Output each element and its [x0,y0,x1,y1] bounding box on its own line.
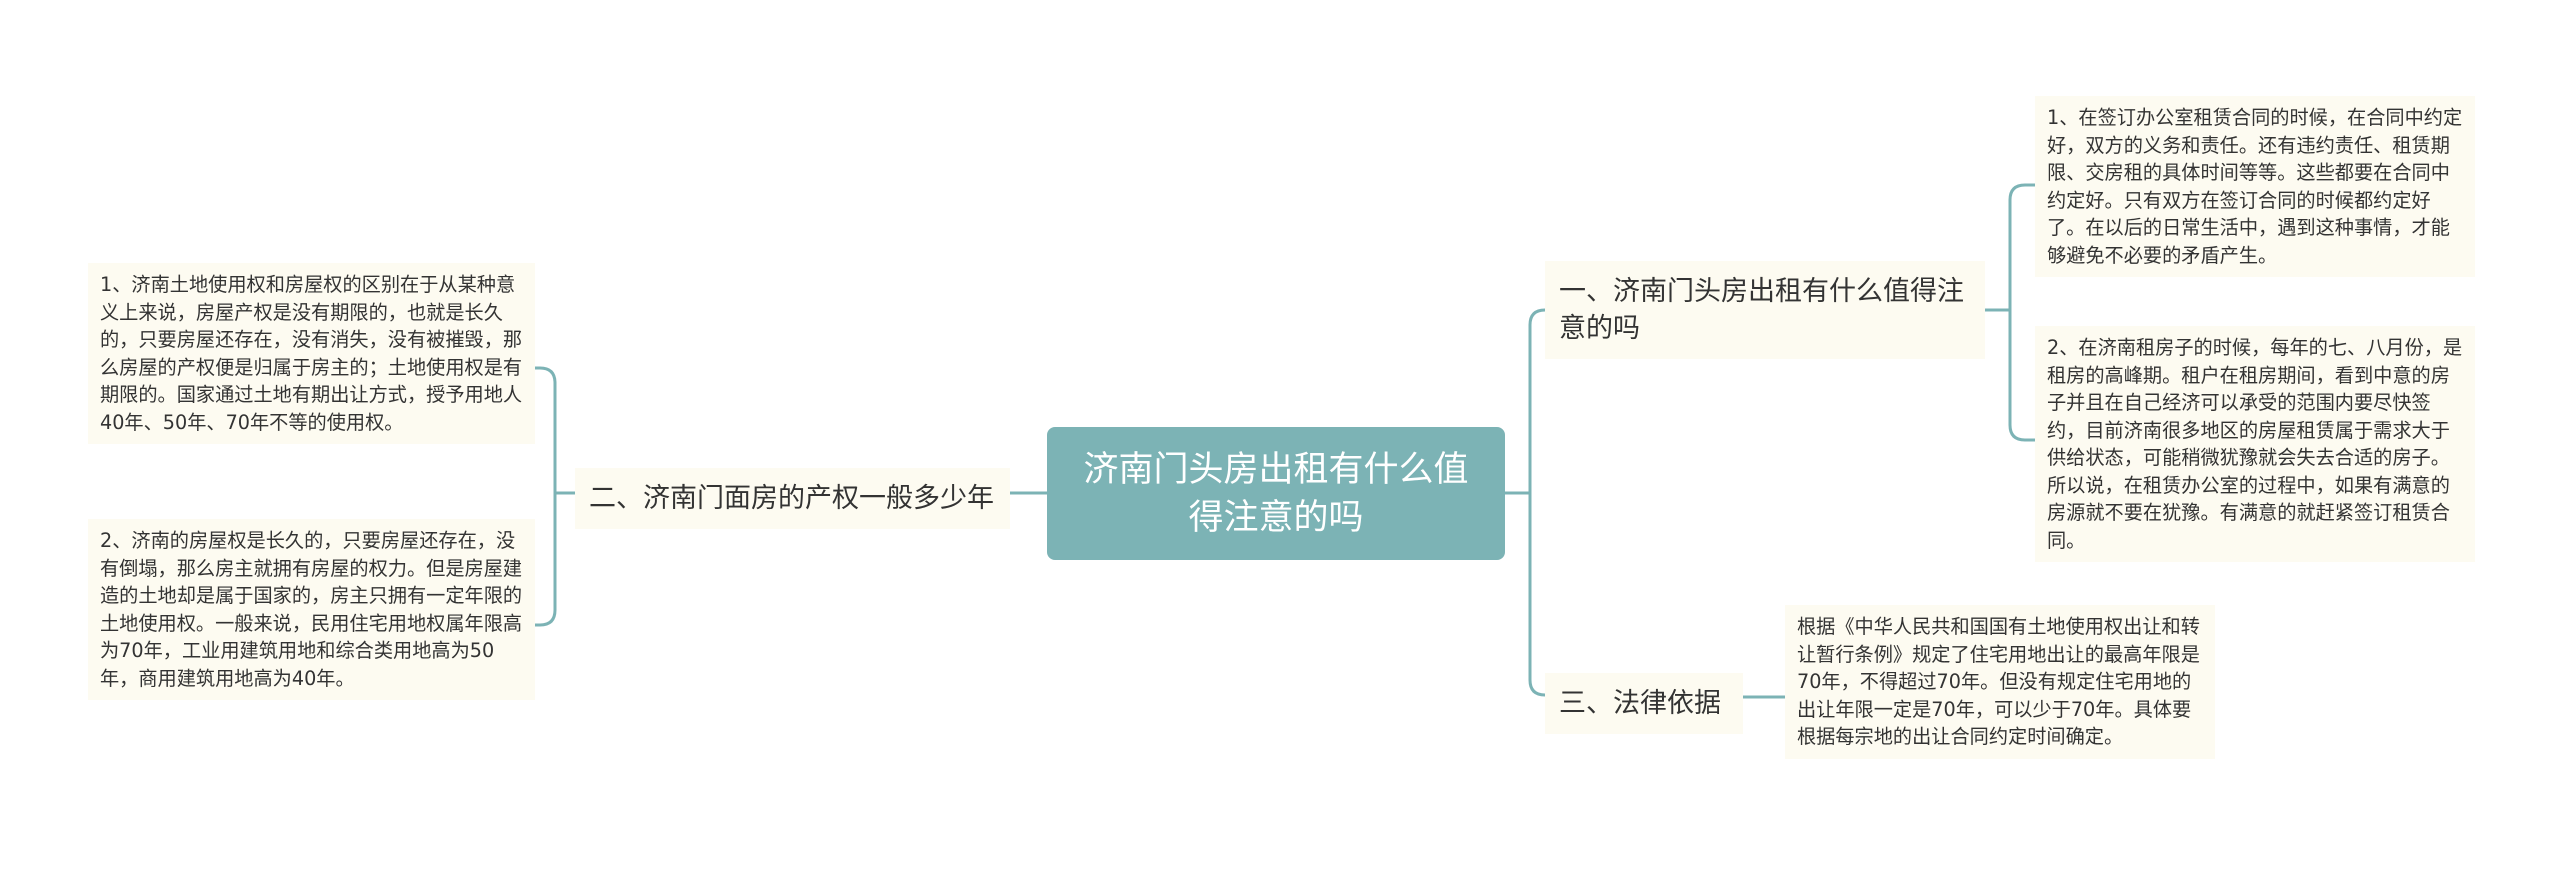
branch-right-1[interactable]: 一、济南门头房出租有什么值得注意的吗 [1545,261,1985,359]
branch-right-2[interactable]: 三、法律依据 [1545,673,1743,734]
note-right-1-1-text: 1、在签订办公室租赁合同的时候，在合同中约定好，双方的义务和责任。还有违约责任、… [2047,106,2463,267]
note-right-2-1-text: 根据《中华人民共和国国有土地使用权出让和转让暂行条例》规定了住宅用地出让的最高年… [1797,615,2200,748]
root-topic-title: 济南门头房出租有什么值得注意的吗 [1083,449,1469,538]
branch-left-1[interactable]: 二、济南门面房的产权一般多少年 [575,468,1010,529]
branch-left-1-label: 二、济南门面房的产权一般多少年 [589,483,994,514]
branch-right-2-label: 三、法律依据 [1559,688,1721,719]
note-right-1-2[interactable]: 2、在济南租房子的时候，每年的七、八月份，是租房的高峰期。租户在租房期间，看到中… [2035,326,2475,562]
note-left-1-2[interactable]: 2、济南的房屋权是长久的，只要房屋还存在，没有倒塌，那么房主就拥有房屋的权力。但… [88,519,535,700]
note-left-1-1-text: 1、济南土地使用权和房屋权的区别在于从某种意义上来说，房屋产权是没有期限的，也就… [100,273,523,434]
connector-root-right [1505,308,1546,697]
note-left-1-2-text: 2、济南的房屋权是长久的，只要房屋还存在，没有倒塌，那么房主就拥有房屋的权力。但… [100,529,523,690]
branch-right-1-label: 一、济南门头房出租有什么值得注意的吗 [1559,276,1964,344]
note-right-1-1[interactable]: 1、在签订办公室租赁合同的时候，在合同中约定好，双方的义务和责任。还有违约责任、… [2035,96,2475,277]
note-right-2-1[interactable]: 根据《中华人民共和国国有土地使用权出让和转让暂行条例》规定了住宅用地出让的最高年… [1785,605,2215,759]
root-topic[interactable]: 济南门头房出租有什么值得注意的吗 [1047,427,1505,560]
note-right-1-2-text: 2、在济南租房子的时候，每年的七、八月份，是租房的高峰期。租户在租房期间，看到中… [2047,336,2463,552]
connector-right1-notes [1985,183,2035,442]
connector-left1-notes [535,366,575,627]
note-left-1-1[interactable]: 1、济南土地使用权和房屋权的区别在于从某种意义上来说，房屋产权是没有期限的，也就… [88,263,535,444]
